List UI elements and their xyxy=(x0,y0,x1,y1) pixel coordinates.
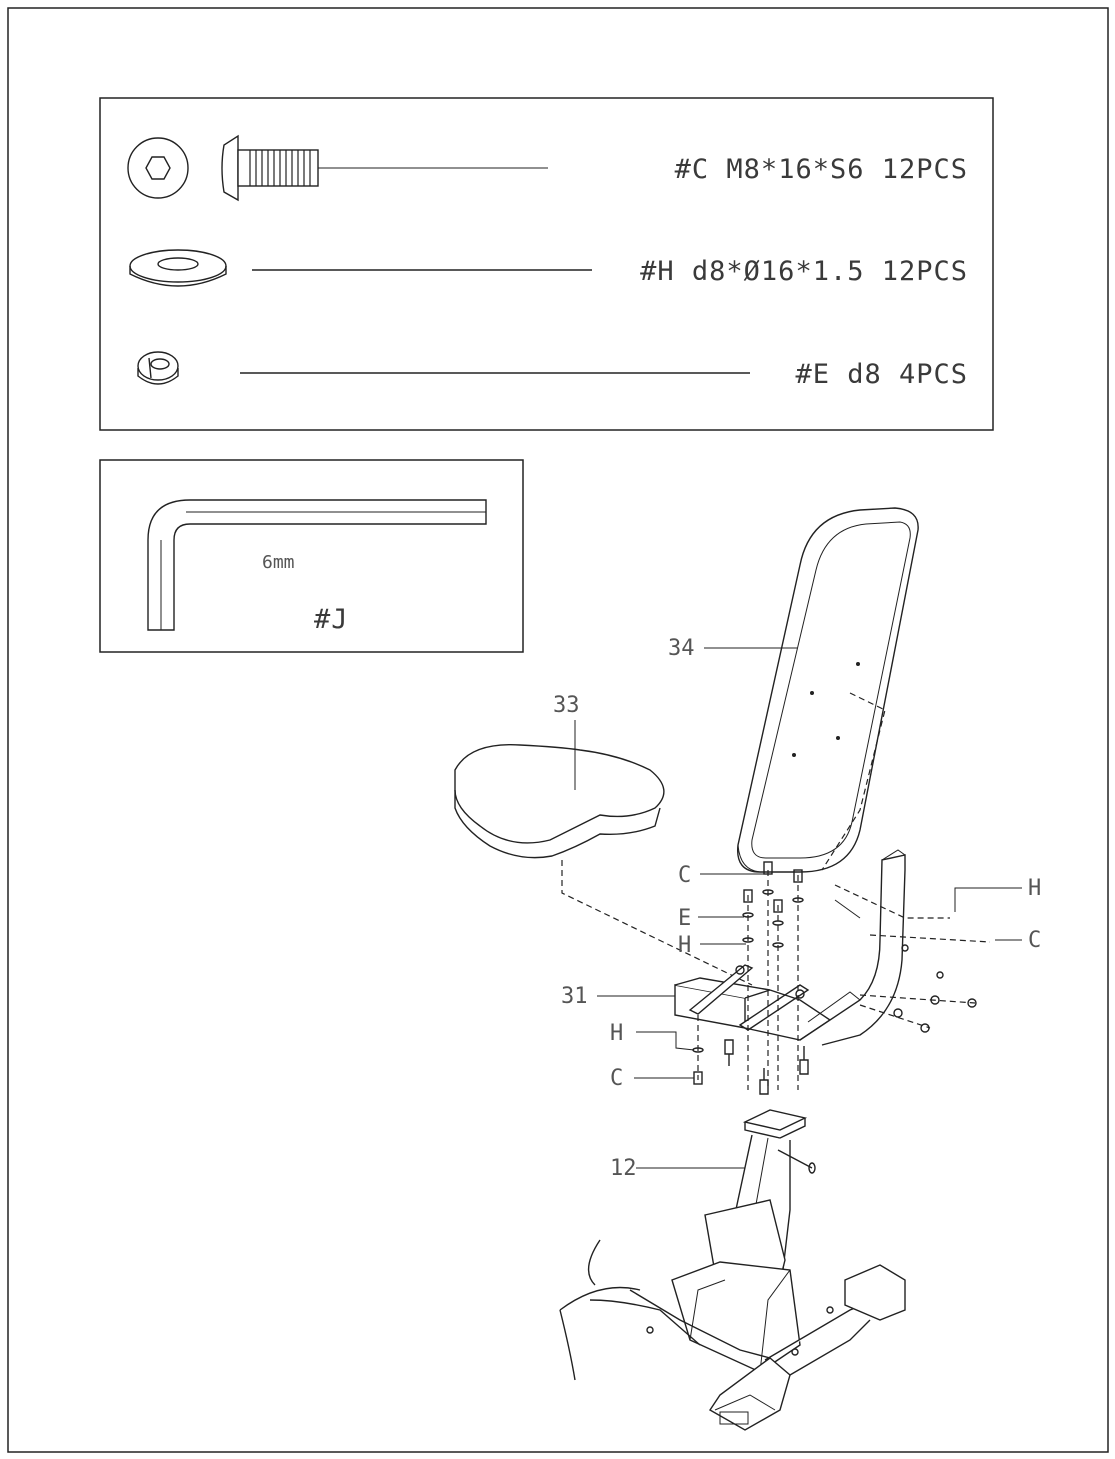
callout-h-bottom: H xyxy=(610,1021,623,1046)
hex-bolt-icon xyxy=(127,134,548,202)
part-number-seat-post: 12 xyxy=(610,1156,637,1181)
spring-washer-icon xyxy=(137,351,750,385)
callout-e: E xyxy=(678,906,691,931)
tool-size: 6mm xyxy=(262,552,295,573)
tool-label: #J xyxy=(314,604,349,635)
callout-c-top: C xyxy=(678,863,691,888)
seat-post-part xyxy=(559,1109,906,1431)
callout-c-right: C xyxy=(1028,928,1041,953)
part-number-backrest: 34 xyxy=(668,636,695,661)
callout-h-top: H xyxy=(678,933,691,958)
hardware-label-h: #H d8*Ø16*1.5 12PCS xyxy=(640,256,968,287)
backrest-part xyxy=(736,507,919,873)
part-number-seat-frame: 31 xyxy=(561,984,588,1009)
seat-part xyxy=(454,744,665,859)
callout-h-right: H xyxy=(1028,876,1041,901)
flat-washer-icon xyxy=(129,249,592,287)
tool-panel: 6mm #J xyxy=(99,459,524,653)
part-number-seat: 33 xyxy=(553,693,580,718)
hardware-label-c: #C M8*16*S6 12PCS xyxy=(675,154,968,185)
hardware-label-e: #E d8 4PCS xyxy=(795,359,968,390)
seat-frame-part xyxy=(674,849,991,1095)
callout-c-bottom: C xyxy=(610,1066,623,1091)
bolt-assembly-lines xyxy=(692,861,804,1090)
page-frame xyxy=(7,7,1109,1453)
allen-key-icon xyxy=(147,499,487,631)
hardware-panel: #C M8*16*S6 12PCS #H d8*Ø16*1.5 12PCS #E… xyxy=(99,97,994,431)
